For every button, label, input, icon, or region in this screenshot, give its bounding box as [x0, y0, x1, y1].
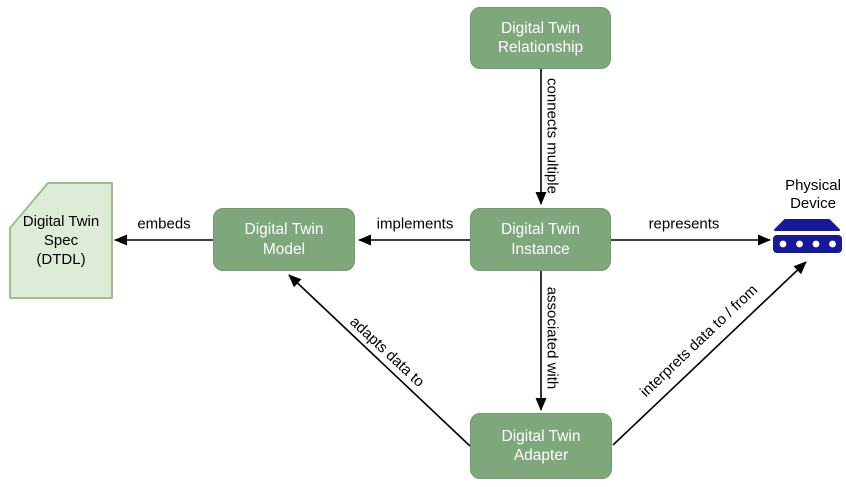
node-digital-twin-model: Digital Twin Model: [213, 208, 355, 271]
node-physical-device-label: Physical Device: [770, 177, 846, 213]
node-label: Digital Twin Model: [244, 221, 324, 258]
device-label-line: Device: [790, 195, 836, 212]
node-digital-twin-spec: Digital Twin Spec (DTDL): [9, 182, 113, 299]
edge-label-associated-with: associated with: [543, 286, 561, 390]
device-label-line: Physical: [785, 177, 841, 194]
node-label: Digital Twin Relationship: [497, 19, 584, 56]
edge-label-implements: implements: [376, 215, 454, 233]
physical-device-icon: [773, 219, 842, 253]
edge-label-connects-multiple: connects multiple: [543, 78, 561, 194]
node-digital-twin-instance: Digital Twin Instance: [470, 208, 611, 271]
node-label: Digital Twin Instance: [501, 221, 580, 258]
spec-line: (DTDL): [36, 251, 86, 269]
node-label: Digital Twin Adapter: [501, 427, 581, 464]
document-shape-icon: [9, 182, 113, 299]
edge-label-embeds: embeds: [137, 215, 191, 233]
edge-label-represents: represents: [648, 215, 720, 233]
spec-line: Digital Twin: [22, 212, 100, 230]
node-digital-twin-relationship: Digital Twin Relationship: [470, 7, 611, 69]
edge-interprets-data-line: [612, 261, 807, 446]
node-digital-twin-adapter: Digital Twin Adapter: [470, 413, 612, 479]
spec-line: Spec: [43, 231, 79, 249]
edge-adapts-data-to-line: [288, 274, 471, 447]
